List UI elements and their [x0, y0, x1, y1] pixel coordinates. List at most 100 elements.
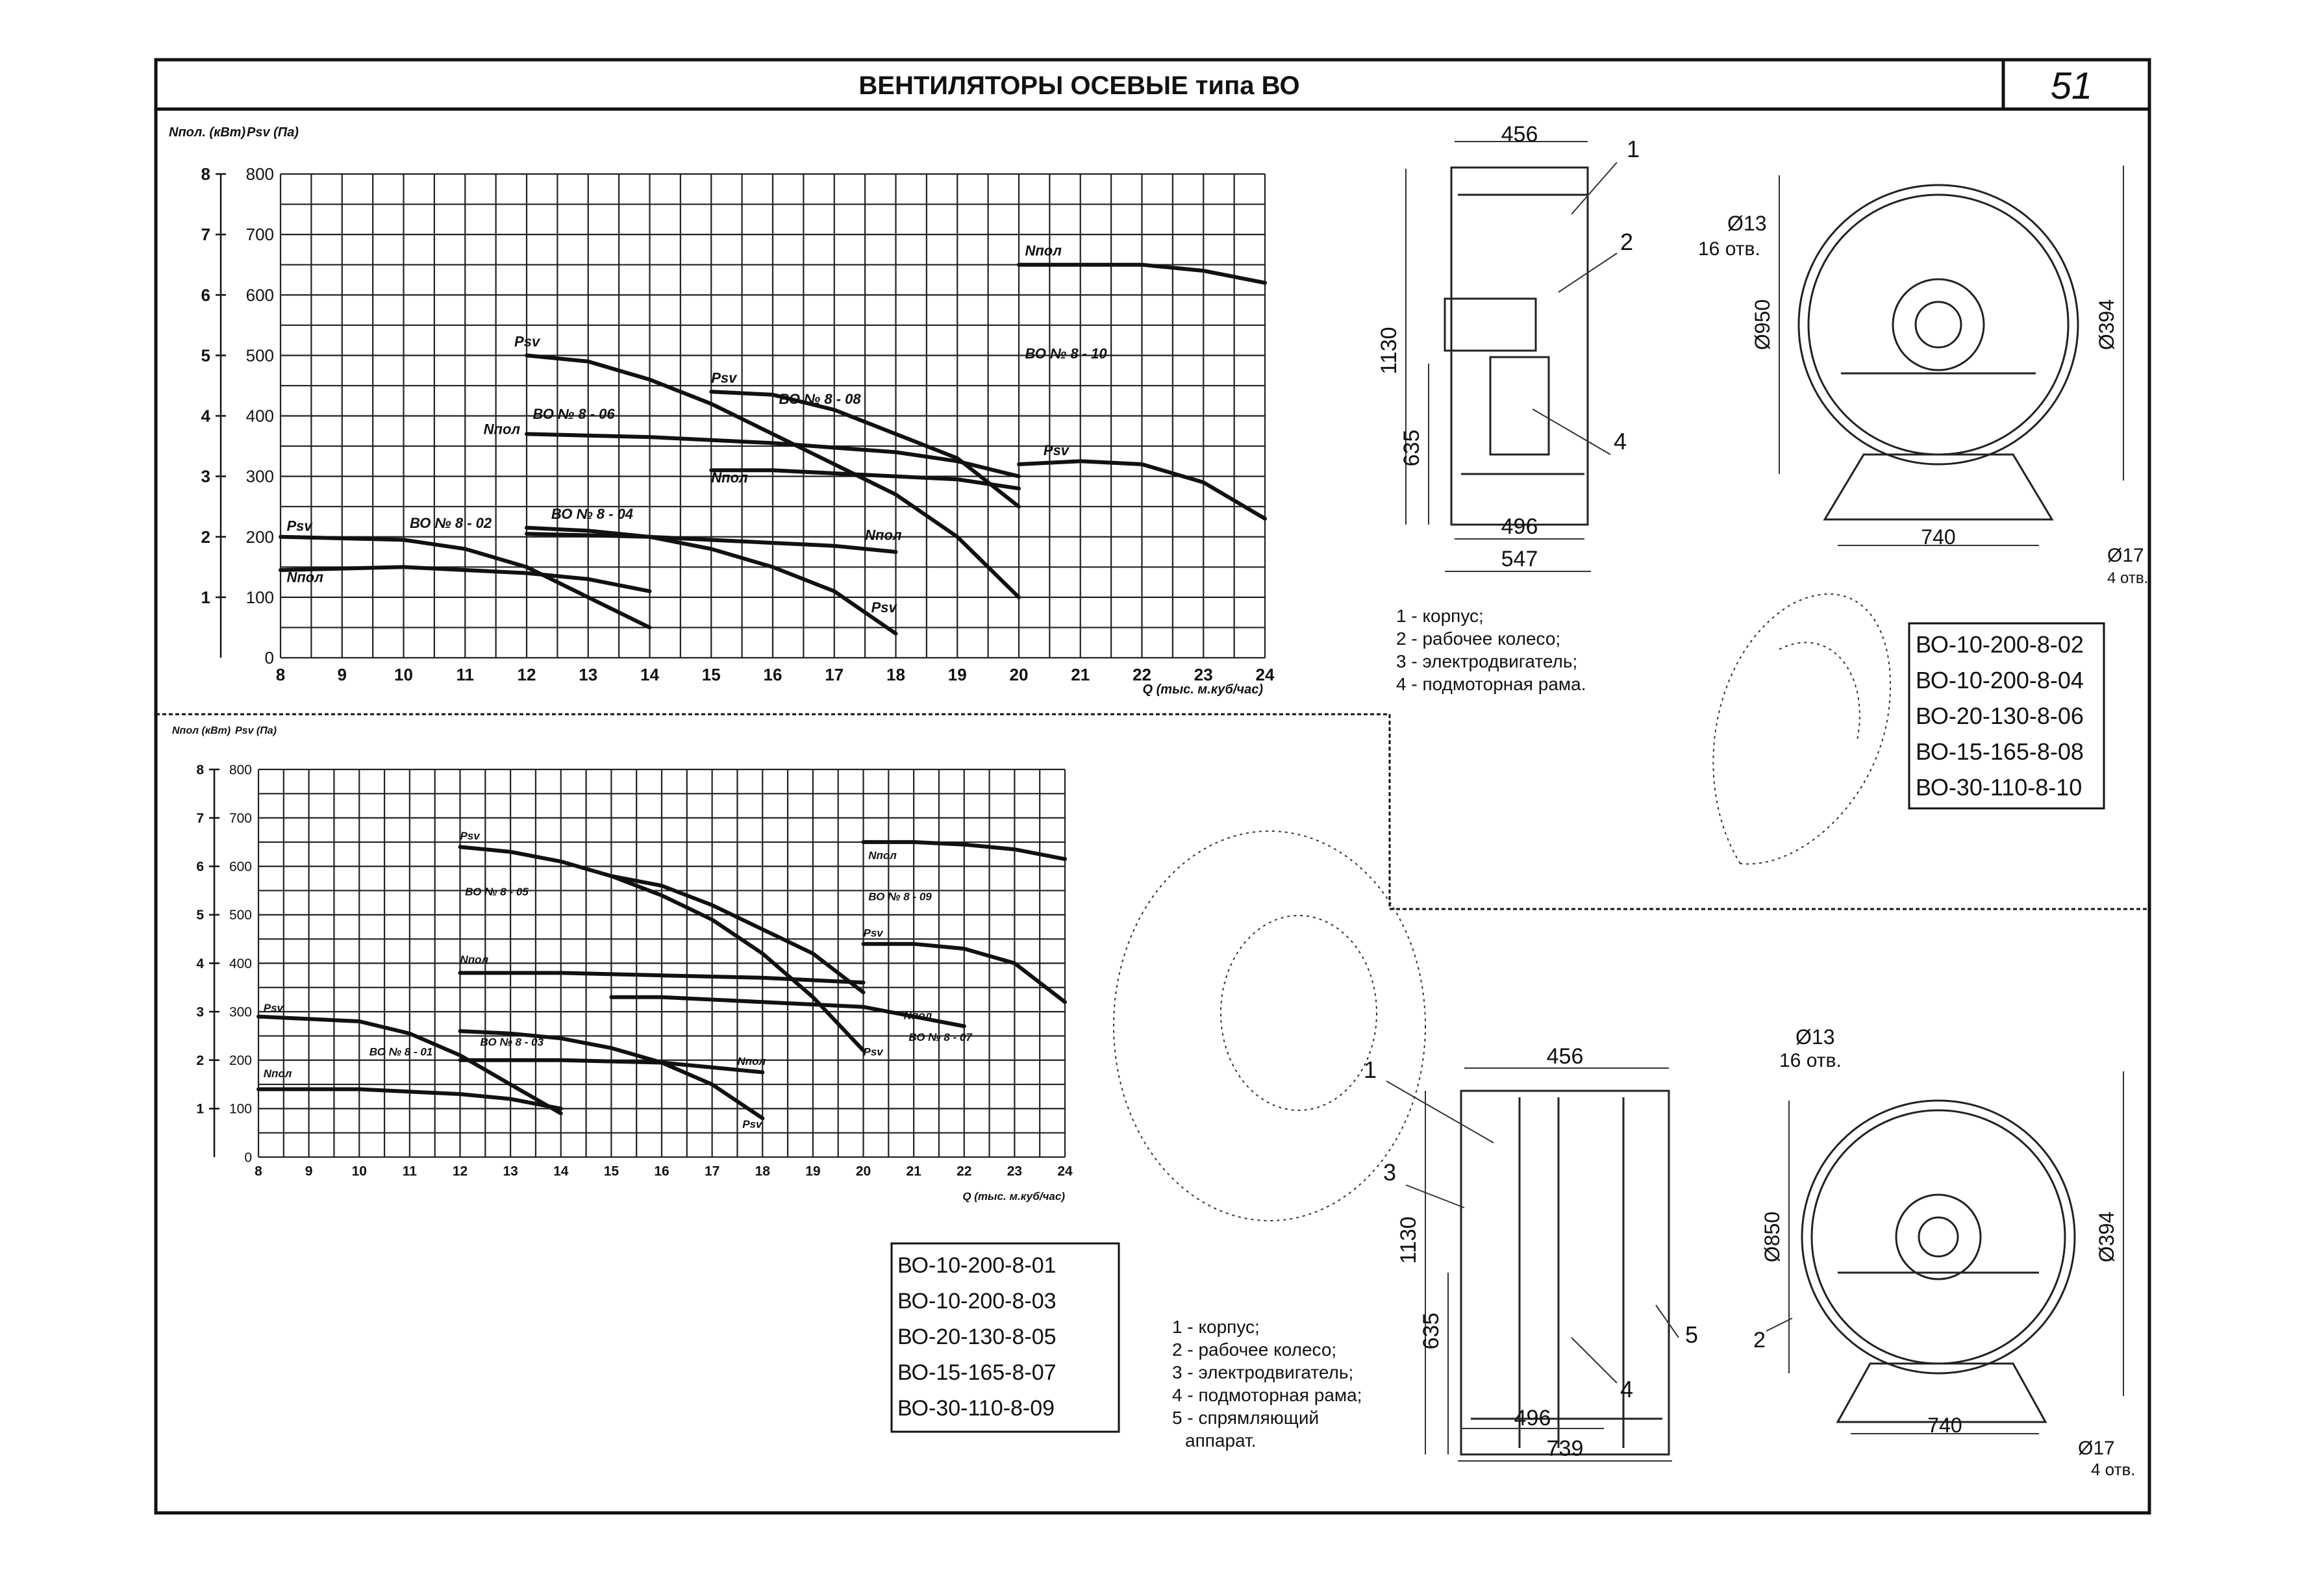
series-line [458, 971, 866, 985]
y-tick-label-pressure: 600 [229, 860, 252, 875]
callout-5: 5 [1685, 1321, 1698, 1348]
y-tick-label-pressure: 100 [229, 1102, 252, 1117]
pressure-axis-label: Psv (Па) [247, 125, 299, 140]
pressure-axis-label: Psv (Па) [235, 725, 277, 736]
dim-height: 1130 [1396, 1216, 1421, 1264]
page-frame [154, 58, 2151, 1515]
legend-bottom: 1 - корпус; 2 - рабочее колесо; 3 - элек… [1172, 1317, 1362, 1451]
chart-grid [257, 768, 1066, 1158]
x-tick-label: 20 [856, 1164, 871, 1178]
callout-2: 2 [1753, 1328, 1766, 1353]
x-tick-label: 9 [338, 665, 347, 684]
x-tick-label: 11 [403, 1164, 418, 1178]
x-tick-label: 9 [305, 1164, 313, 1178]
curve-label: ВО № 8 - 09 [868, 890, 932, 903]
x-tick-label: 15 [702, 665, 721, 684]
x-tick-label: 24 [1057, 1164, 1073, 1178]
dim-axis-height: 635 [1419, 1313, 1444, 1350]
dim-flange-dia: Ø394 [2095, 299, 2118, 350]
curve-label: Psv [264, 1002, 284, 1014]
y-tick-label-power: 4 [201, 406, 211, 426]
curve-label: Nпол [711, 469, 748, 486]
y-tick-label-pressure: 0 [265, 648, 274, 667]
series-line [1017, 459, 1267, 521]
x-tick-label: 21 [906, 1164, 921, 1178]
series-line [256, 1014, 563, 1116]
curve-label: Psv [460, 830, 481, 842]
callout-4: 4 [1614, 428, 1627, 455]
curve-label: ВО № 8 - 04 [551, 506, 633, 522]
model-code: ВО-15-165-8-07 [897, 1360, 1057, 1385]
x-tick-label: 12 [518, 665, 536, 684]
series-line [609, 995, 966, 1029]
model-code: ВО-10-200-8-01 [897, 1253, 1057, 1278]
curve-label: Psv [711, 369, 738, 386]
series-line [458, 1029, 765, 1121]
curve-label: Nпол [865, 527, 902, 543]
curve-label: ВО № 8 - 02 [410, 515, 492, 531]
legend-item: 3 - электродвигатель; [1172, 1362, 1353, 1382]
curve-label: Psv [864, 927, 884, 939]
dim-hole-dia: Ø13 [1727, 212, 1766, 235]
series-line [709, 468, 1021, 491]
fan-front-view-bottom: Ø13 16 отв. Ø850 Ø394 2 740 Ø17 4 отв. [1753, 1025, 2136, 1479]
model-code: ВО-10-200-8-04 [1916, 667, 2084, 693]
y-tick-label-pressure: 100 [246, 588, 274, 607]
fan-front-view-top: Ø13 16 отв. Ø950 Ø394 740 Ø17 4 отв. [1698, 166, 2148, 587]
dim-foot-holes: 4 отв. [2091, 1460, 2136, 1479]
dim-outer-dia: Ø950 [1751, 299, 1774, 350]
x-tick-label: 15 [604, 1164, 619, 1178]
callout-4: 4 [1620, 1376, 1633, 1403]
curve-label: Nпол [286, 569, 323, 586]
page-title: ВЕНТИЛЯТОРЫ ОСЕВЫЕ типа ВО [858, 71, 1299, 100]
legend-item: аппарат. [1185, 1430, 1257, 1451]
y-tick-label-power: 3 [201, 467, 210, 486]
x-tick-label: 18 [886, 665, 905, 684]
x-tick-label: 23 [1007, 1164, 1022, 1178]
dim-foot-hole: Ø17 [2078, 1438, 2115, 1459]
y-tick-label-pressure: 500 [246, 345, 274, 365]
legend-item: 1 - корпус; [1172, 1317, 1260, 1337]
curve-label: Psv [1044, 442, 1070, 458]
x-tick-label: 13 [503, 1164, 518, 1178]
curve-label: Nпол [868, 849, 897, 862]
dim-total: 739 [1547, 1436, 1584, 1461]
y-tick-label-power: 3 [196, 1004, 204, 1019]
series-line [279, 565, 652, 593]
y-tick-label-power: 2 [196, 1053, 204, 1068]
callout-1: 1 [1627, 136, 1640, 162]
x-tick-label: 17 [825, 665, 844, 684]
power-axis-label: Nпол. (кВт) [169, 125, 245, 140]
models-box-bottom: ВО-10-200-8-01 ВО-10-200-8-03 ВО-20-130-… [890, 1242, 1120, 1433]
models-box-top: ВО-10-200-8-02 ВО-10-200-8-04 ВО-20-130-… [1908, 622, 2105, 810]
fan-side-view-top: 456 1130 635 496 547 1 2 4 [1377, 122, 1640, 572]
curve-label: Nпол [264, 1067, 292, 1080]
curve-label: Nпол [1025, 243, 1062, 259]
dim-foot-hole: Ø17 [2107, 545, 2144, 566]
x-tick-label: 13 [579, 665, 597, 684]
curve-label: Psv [742, 1118, 763, 1130]
y-tick-label-power: 1 [196, 1102, 204, 1117]
fan-isometric-bottom [1113, 830, 1426, 1221]
page-number: 51 [2051, 65, 2093, 107]
model-code: ВО-30-110-8-10 [1916, 774, 2082, 801]
dim-base: 496 [1501, 514, 1538, 539]
curve-label: ВО № 8 - 05 [465, 886, 529, 898]
curve-label: Nпол [904, 1009, 932, 1021]
curve-label: Nпол [737, 1055, 766, 1067]
dim-width: 456 [1547, 1044, 1584, 1069]
dim-width: 456 [1501, 122, 1538, 147]
legend-item: 4 - подмоторная рама; [1172, 1385, 1362, 1405]
y-tick-label-power: 2 [201, 527, 210, 547]
dim-total: 547 [1501, 547, 1538, 571]
x-tick-label: 10 [394, 665, 413, 684]
dim-foot-holes: 4 отв. [2107, 569, 2148, 587]
y-tick-label-pressure: 800 [246, 164, 274, 184]
curve-label: ВО № 8 - 06 [532, 406, 615, 422]
y-tick-label-power: 8 [196, 762, 204, 777]
series-line [458, 845, 866, 1053]
y-tick-label-pressure: 400 [229, 956, 252, 971]
